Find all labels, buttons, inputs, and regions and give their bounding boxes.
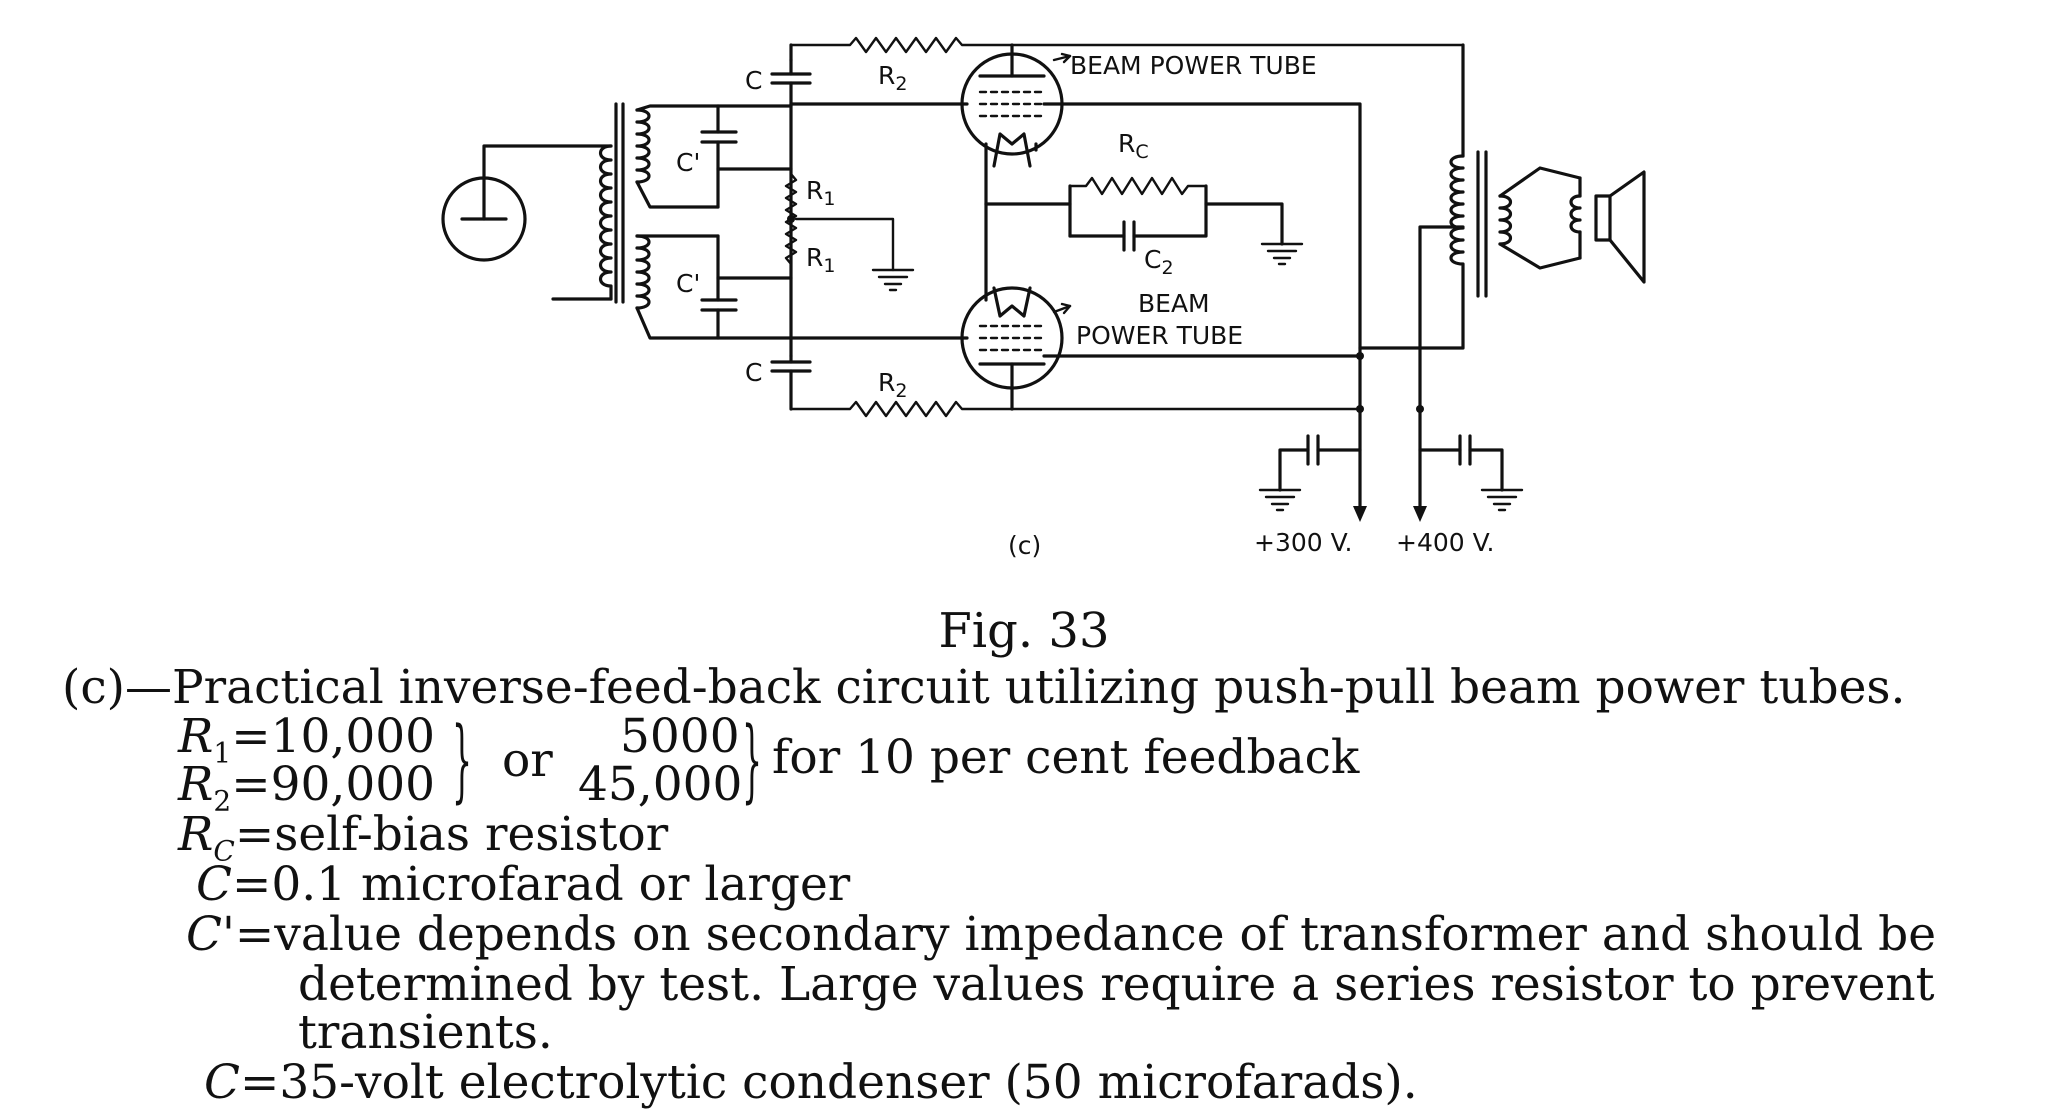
r1-top-label: R1: [806, 176, 835, 210]
r2-resistors: R2 R2: [789, 36, 1465, 418]
alt-r1-value: 5000: [620, 709, 740, 764]
cathode-bias: RC C2: [984, 129, 1304, 279]
c2-definition: C=35-volt electrolytic condenser (50 mic…: [204, 1055, 1418, 1110]
supply-bypass: +300 V. +400 V. (c): [1008, 434, 1524, 560]
cprime-definition-line2: determined by test. Large values require…: [298, 957, 1935, 1012]
tube-bottom: BEAM POWER TUBE: [960, 202, 1243, 411]
cprime-capacitors: C' C': [676, 104, 793, 340]
c-definition: C=0.1 microfarad or larger: [196, 857, 851, 912]
alt-r2-value: 45,000: [578, 757, 743, 812]
cprime-top-label: C': [676, 148, 700, 177]
rc-definition: RC=self-bias resistor: [178, 807, 669, 868]
r1-definition: R1=10,000: [178, 709, 436, 770]
r2-bottom-label: R2: [878, 368, 907, 402]
brace-left: }: [452, 708, 473, 813]
feedback-text: for 10 per cent feedback: [772, 730, 1360, 785]
caption-title: (c)—Practical inverse-feed-back circuit …: [62, 660, 1906, 715]
v300-label: +300 V.: [1254, 528, 1352, 557]
c-top-label: C: [745, 66, 762, 95]
tube-bottom-label-2: POWER TUBE: [1076, 321, 1243, 350]
input-source: [441, 144, 613, 301]
supply-wiring: [1010, 43, 1646, 510]
c-bottom-label: C: [745, 358, 762, 387]
rc-label: RC: [1118, 129, 1149, 163]
input-transformer: [598, 102, 793, 340]
tube-top: BEAM POWER TUBE: [960, 43, 1317, 206]
cprime-bottom-label: C': [676, 269, 700, 298]
brace-right: }: [742, 708, 763, 813]
v400-label: +400 V.: [1396, 528, 1494, 557]
figure-number: Fig. 33: [938, 603, 1110, 659]
cprime-definition-line3: transients.: [298, 1005, 553, 1060]
r1-bottom-label: R1: [806, 243, 835, 277]
tube-bottom-label-1: BEAM: [1138, 289, 1210, 318]
or-text: or: [502, 733, 553, 788]
grid-network: C C R1 R1: [745, 58, 969, 411]
cprime-definition-line1: C'=value depends on secondary impedance …: [186, 907, 1937, 962]
r2-definition: R2=90,000: [178, 757, 436, 818]
circuit-schematic: C' C' C C R1 R1 R2 R2: [441, 36, 1646, 560]
tube-top-label: BEAM POWER TUBE: [1070, 51, 1317, 80]
c2-label: C2: [1144, 245, 1174, 279]
panel-label: (c): [1008, 531, 1041, 560]
r2-top-label: R2: [878, 61, 907, 95]
